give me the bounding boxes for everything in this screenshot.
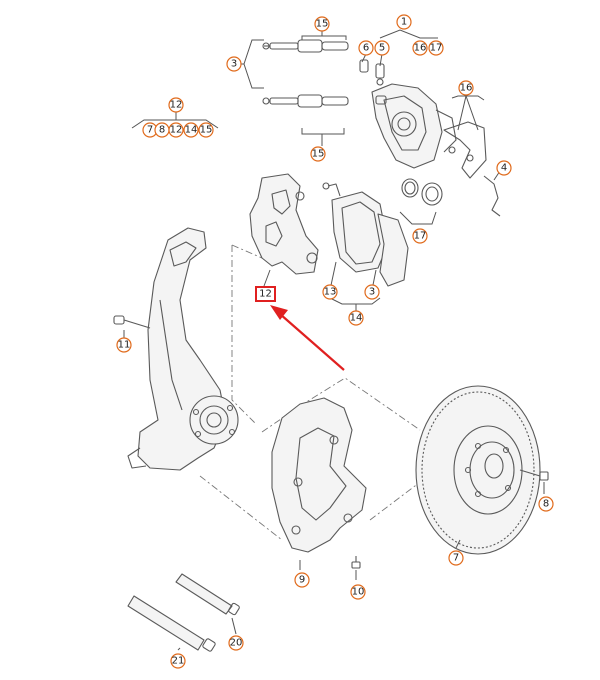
callout-label: 12 <box>170 125 183 136</box>
brake-disc <box>415 385 541 555</box>
callout-label: 3 <box>231 59 237 70</box>
callout-16-top[interactable]: 16 <box>412 40 428 56</box>
callout-label: 15 <box>316 19 329 30</box>
splash-shield <box>271 397 367 553</box>
callout-6[interactable]: 6 <box>358 40 374 56</box>
callout-14-group[interactable]: 14 <box>183 122 199 138</box>
callout-15-group[interactable]: 15 <box>198 122 214 138</box>
callout-14-pads[interactable]: 14 <box>348 310 364 326</box>
callout-21[interactable]: 21 <box>170 653 186 669</box>
callout-12-knuckle[interactable]: 11 <box>116 337 132 353</box>
pointer-arrow <box>270 305 345 371</box>
callout-3-left[interactable]: 3 <box>226 56 242 72</box>
callout-label: 15 <box>312 149 325 160</box>
callout-1[interactable]: 1 <box>396 14 412 30</box>
callout-label: 14 <box>185 125 198 136</box>
group-brackets <box>123 29 545 651</box>
highlighted-callout-12[interactable]: 12 <box>255 286 276 302</box>
retaining-clip <box>443 121 487 179</box>
callout-label: 14 <box>350 313 363 324</box>
brake-pads <box>322 182 409 287</box>
callout-9[interactable]: 9 <box>294 572 310 588</box>
callout-label: 3 <box>369 287 375 298</box>
callout-16-right[interactable]: 16 <box>458 80 474 96</box>
callout-11[interactable]: 12 <box>168 97 184 113</box>
caliper-housing <box>371 83 457 169</box>
callout-label: 16 <box>460 83 473 94</box>
callout-17-bottom[interactable]: 17 <box>412 228 428 244</box>
callout-8-disc[interactable]: 8 <box>538 496 554 512</box>
callout-label: 15 <box>200 125 213 136</box>
callout-label: 21 <box>172 656 185 667</box>
reference-lines <box>199 244 437 541</box>
callout-label: 7 <box>147 125 153 136</box>
callout-label: 9 <box>299 575 305 586</box>
callout-15-bottom[interactable]: 15 <box>310 146 326 162</box>
callout-10[interactable]: 10 <box>350 584 366 600</box>
callout-label: 17 <box>414 231 427 242</box>
callout-label: 1 <box>401 17 407 28</box>
knuckle-bolt <box>113 315 151 329</box>
callout-label: 16 <box>414 43 427 54</box>
callout-label: 17 <box>430 43 443 54</box>
callout-13[interactable]: 13 <box>322 284 338 300</box>
callout-label: 13 <box>324 287 337 298</box>
callout-label: 8 <box>543 499 549 510</box>
anti-rattle-spring <box>483 175 501 217</box>
piston-seals <box>401 178 443 206</box>
shield-bolt <box>351 556 361 569</box>
callout-20[interactable]: 20 <box>228 635 244 651</box>
callout-7-disc[interactable]: 7 <box>448 550 464 566</box>
callout-label: 5 <box>379 43 385 54</box>
callout-17-top[interactable]: 17 <box>428 40 444 56</box>
callout-4[interactable]: 4 <box>496 160 512 176</box>
callout-label: 12 <box>170 100 183 111</box>
grease-tubes <box>127 573 240 652</box>
steering-knuckle <box>127 227 239 471</box>
callout-3-pad[interactable]: 3 <box>364 284 380 300</box>
brake-carrier <box>249 173 319 275</box>
callout-label: 6 <box>363 43 369 54</box>
highlighted-callout-label: 12 <box>259 289 272 300</box>
callout-12-group[interactable]: 12 <box>168 122 184 138</box>
callout-8-group[interactable]: 8 <box>154 122 170 138</box>
callout-label: 10 <box>352 587 365 598</box>
callout-label: 11 <box>118 340 131 351</box>
callout-label: 8 <box>159 125 165 136</box>
disc-screw <box>519 469 549 481</box>
callout-label: 4 <box>501 163 507 174</box>
guide-pin-bolts <box>262 39 349 108</box>
callout-15-top[interactable]: 15 <box>314 16 330 32</box>
callout-label: 7 <box>453 553 459 564</box>
callout-5[interactable]: 5 <box>374 40 390 56</box>
callout-label: 20 <box>230 638 243 649</box>
